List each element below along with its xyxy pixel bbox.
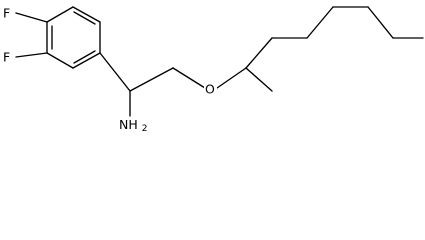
oxygen-label-background bbox=[204, 82, 217, 98]
ring-double-bond-bottom-right bbox=[73, 50, 96, 64]
bond-ch2-to-oxygen bbox=[172, 67, 206, 89]
fluorine-top-label: F bbox=[3, 6, 10, 21]
chain-bond-3 bbox=[306, 6, 334, 39]
ring-bond-bottom-right bbox=[72, 52, 101, 69]
fluorine-bottom-label: F bbox=[3, 50, 10, 65]
fluorine-top-label-background bbox=[2, 6, 14, 21]
bond-oxygen-to-ch bbox=[216, 67, 247, 89]
amine-label-background bbox=[117, 117, 146, 135]
bond-ch-to-methyl bbox=[245, 67, 273, 92]
bond-ch-to-ch2 bbox=[129, 67, 174, 92]
ring-bond-top-left bbox=[46, 6, 74, 23]
bond-ring-to-fluorine-top bbox=[15, 12, 48, 23]
ring-bond-top-right bbox=[72, 6, 101, 23]
amine-label-subscript: 2 bbox=[142, 124, 148, 134]
bond-ring-to-ch bbox=[99, 52, 131, 92]
chain-bond-5 bbox=[367, 6, 394, 39]
ring-double-bond-top-right bbox=[73, 11, 96, 25]
oxygen-label: O bbox=[205, 82, 215, 97]
bond-ring-to-fluorine-bottom bbox=[15, 52, 48, 58]
molecule-structure-drawing: F F O NH 2 bbox=[2, 6, 424, 135]
amine-label-main: NH bbox=[119, 117, 138, 132]
fluorine-bottom-label-background bbox=[2, 51, 14, 66]
benzene-ring bbox=[46, 6, 101, 69]
chain-bond-1 bbox=[245, 37, 273, 69]
ring-bond-bottom-left bbox=[46, 52, 74, 69]
amine-label: NH 2 bbox=[119, 117, 147, 134]
